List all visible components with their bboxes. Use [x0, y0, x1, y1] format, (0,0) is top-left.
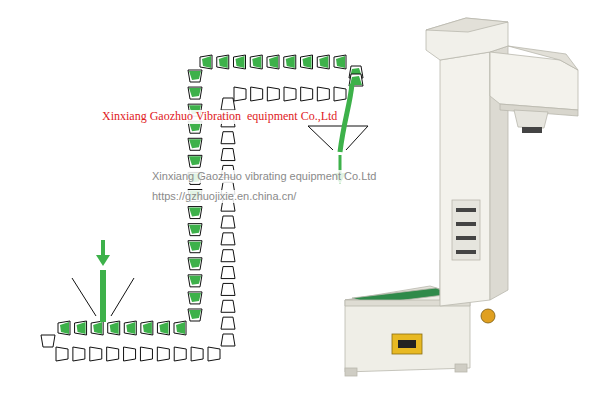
bucket [141, 321, 153, 335]
bucket [208, 347, 220, 361]
bucket [221, 300, 235, 312]
bucket [140, 347, 152, 361]
bucket [221, 283, 235, 295]
bucket [251, 87, 263, 101]
bucket [75, 321, 87, 335]
bucket [188, 207, 202, 219]
bucket [91, 321, 103, 335]
watermark-url: https://gzhuojixie.en.china.cn/ [150, 190, 298, 203]
bucket [188, 87, 202, 99]
bucket [191, 347, 203, 361]
bucket [188, 275, 202, 287]
bucket [157, 347, 169, 361]
bucket [188, 224, 202, 236]
bucket [267, 87, 279, 101]
elevator-render [345, 18, 578, 376]
bucket [188, 155, 202, 167]
bucket [56, 347, 68, 361]
bucket [317, 87, 329, 101]
bucket [174, 321, 186, 335]
bucket [317, 55, 329, 69]
bucket [221, 216, 235, 228]
bucket [221, 149, 235, 161]
bucket [124, 347, 136, 361]
bucket [284, 55, 296, 69]
bucket [221, 132, 235, 144]
bucket [200, 55, 212, 69]
bucket [250, 55, 262, 69]
bucket [267, 55, 279, 69]
bucket [188, 70, 202, 82]
bucket [221, 250, 235, 262]
bucket [334, 55, 346, 69]
bucket [234, 87, 246, 101]
bucket [217, 55, 229, 69]
bucket [221, 98, 235, 110]
bucket [174, 347, 186, 361]
discharge-stream [340, 84, 352, 152]
bucket [221, 267, 235, 279]
bucket [221, 317, 235, 329]
bucket [301, 55, 313, 69]
bucket [73, 347, 85, 361]
bucket [108, 321, 120, 335]
bucket [284, 87, 296, 101]
material-stream [100, 270, 106, 322]
company-name: Xinxiang Gaozhuo Vibration equipment Co.… [100, 110, 339, 124]
feed-arrow [96, 240, 110, 266]
bucket [58, 321, 70, 335]
bucket [221, 233, 235, 245]
bucket [124, 321, 136, 335]
bucket [334, 87, 346, 101]
bucket [157, 321, 169, 335]
bucket [234, 55, 246, 69]
bucket [90, 347, 102, 361]
bucket [188, 309, 202, 321]
bucket [188, 241, 202, 253]
bucket [188, 258, 202, 270]
watermark: Xinxiang Gaozhuo vibrating equipment Co.… [150, 170, 378, 183]
bucket [221, 334, 235, 346]
bucket [41, 335, 55, 347]
bucket [188, 138, 202, 150]
bucket [301, 87, 313, 101]
bucket-chain [41, 55, 363, 361]
outlet-hopper [308, 126, 368, 150]
bucket [107, 347, 119, 361]
bucket [188, 292, 202, 304]
